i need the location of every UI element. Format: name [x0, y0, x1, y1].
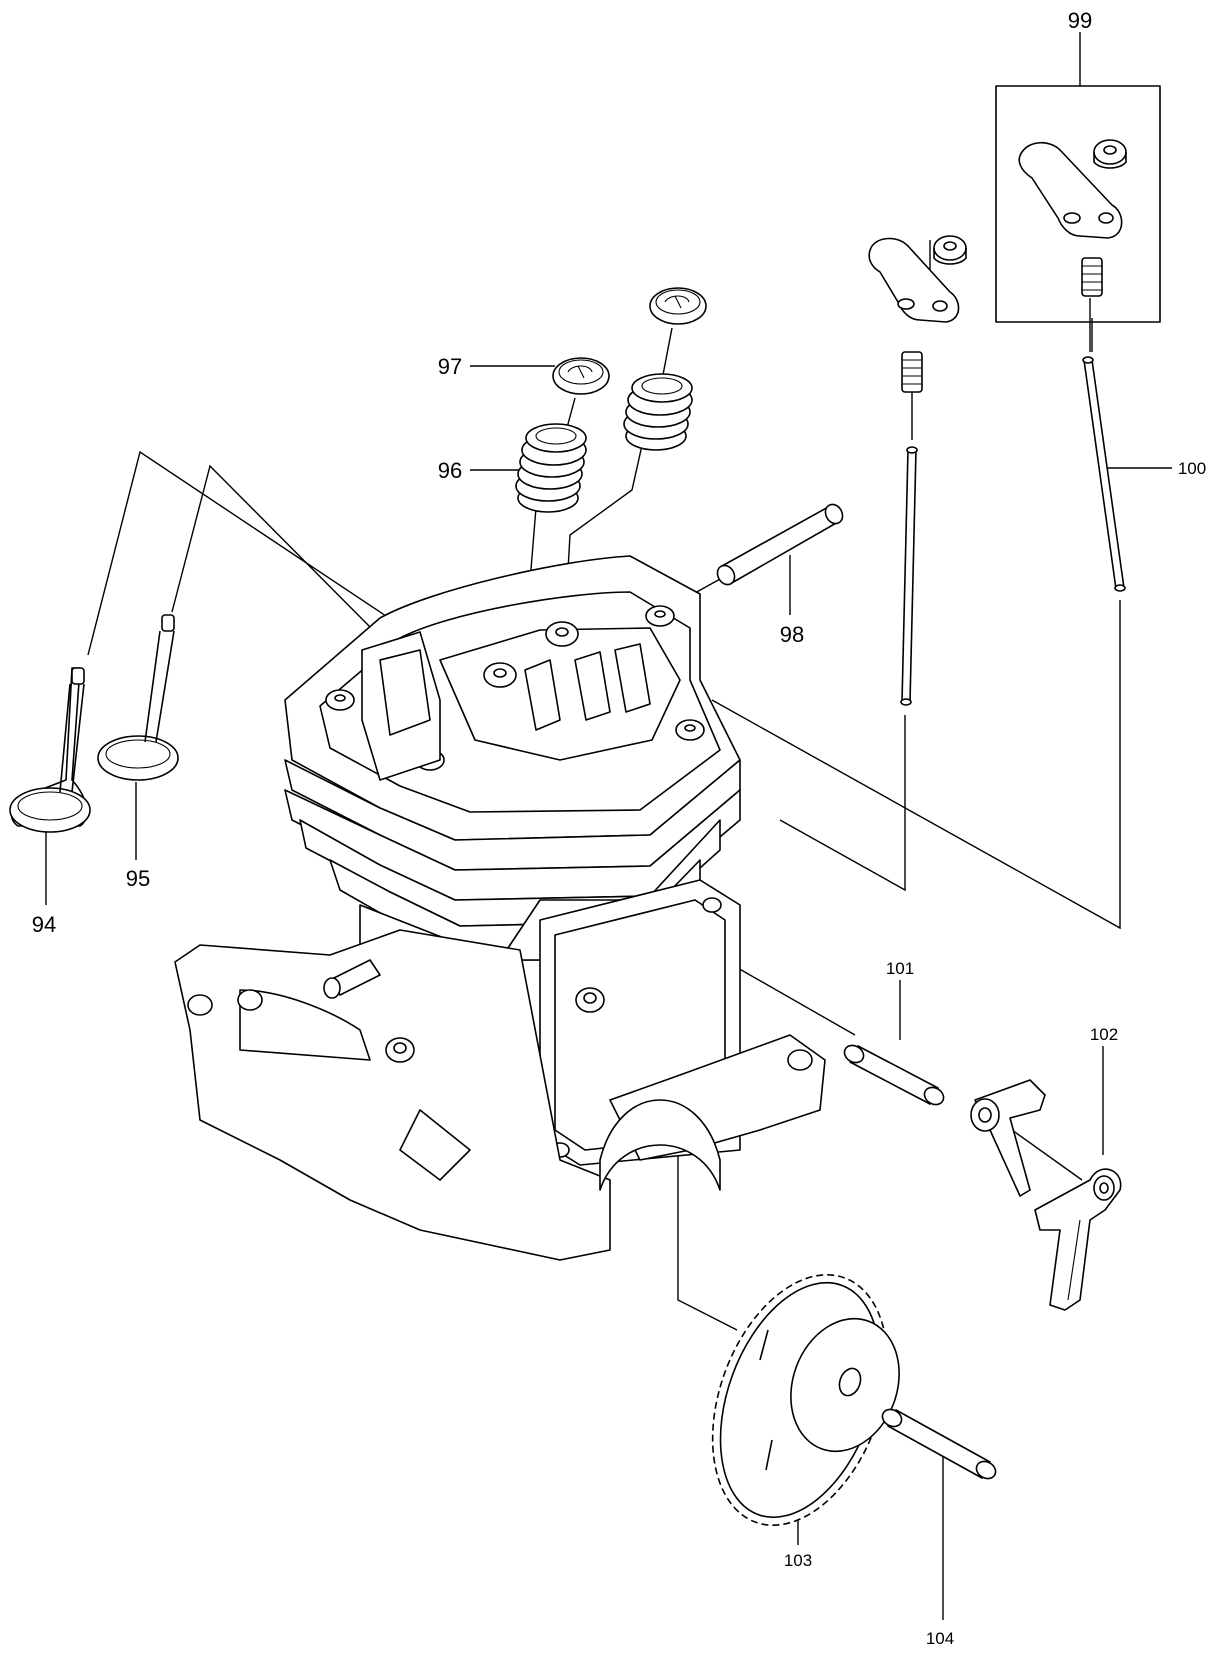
label-96: 96 [438, 458, 462, 483]
label-103: 103 [784, 1551, 812, 1570]
part-104-camshaft-pin [881, 1408, 997, 1480]
part-98-rocker-shaft [716, 503, 844, 586]
label-94: 94 [32, 912, 56, 937]
label-100: 100 [1178, 459, 1206, 478]
part-94-exhaust-valve [9, 667, 91, 833]
part-100-pushrod [1082, 356, 1126, 592]
part-96-valve-spring [515, 373, 693, 513]
label-101: 101 [886, 959, 914, 978]
part-95-intake-valve [97, 614, 179, 781]
label-104: 104 [926, 1629, 954, 1648]
part-labels: 99 100 97 96 98 94 95 101 102 103 104 [32, 8, 1206, 1648]
part-103-camshaft-gear [711, 1274, 900, 1526]
label-102: 102 [1090, 1025, 1118, 1044]
label-98: 98 [780, 622, 804, 647]
part-99-rocker-kit-box [995, 85, 1161, 323]
part-102-governor-lever [970, 1079, 1122, 1311]
rocker-arm-assembly [868, 235, 967, 706]
label-95: 95 [126, 866, 150, 891]
label-99: 99 [1068, 8, 1092, 33]
cylinder-block [174, 555, 826, 1261]
part-101-pin [843, 1044, 945, 1106]
label-97: 97 [438, 354, 462, 379]
part-97-valve-keeper [552, 287, 707, 395]
